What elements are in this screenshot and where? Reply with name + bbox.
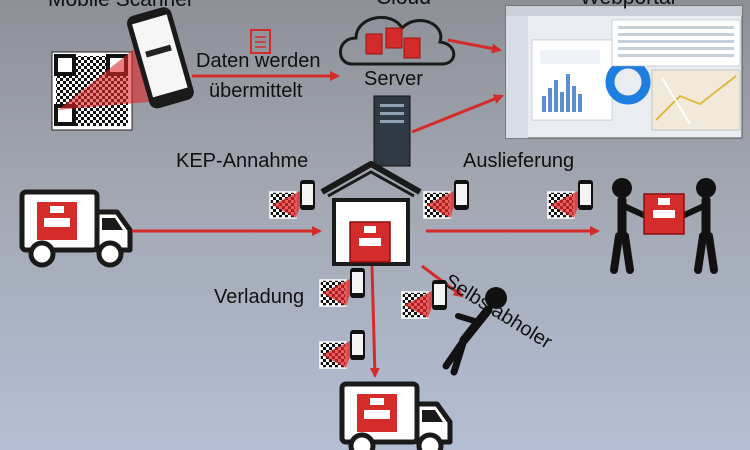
server-label: Server (364, 68, 423, 90)
cloud-label: Cloud (376, 0, 431, 10)
auslieferung-scan-icon (423, 179, 470, 219)
warehouse-icon (320, 161, 422, 266)
cloud-icon (339, 16, 456, 66)
auslieferung-label: Auslieferung (463, 150, 575, 172)
incoming-truck-icon (22, 192, 130, 265)
arrow-hub-to-verladung (369, 265, 380, 378)
selbstabholer-scan-icon (401, 279, 448, 319)
outgoing-truck-icon (342, 384, 450, 450)
verladung-scan-icon (319, 267, 366, 307)
loading-scan-icon (319, 329, 366, 369)
kep-scan-icon (269, 179, 316, 219)
kep-annahme-label: KEP-Annahme (176, 150, 309, 172)
transmit-label-line1: Daten werden (196, 50, 321, 72)
selbstabholer-person-icon (442, 287, 507, 376)
webportal-screenshot (505, 5, 743, 139)
arrow-server-webportal (411, 94, 504, 134)
mobile-scanner-label: Mobile Scanner (48, 0, 194, 12)
webportal-label: Webportal (580, 0, 675, 10)
verladung-label: Verladung (214, 286, 305, 308)
delivery-scan-icon (547, 179, 594, 219)
delivery-persons-icon (612, 178, 716, 270)
document-icon (250, 29, 271, 54)
mobile-scanner-device (126, 7, 194, 109)
transmit-label-line2: übermittelt (209, 80, 303, 102)
server-tower-icon (373, 95, 411, 167)
arrow-cloud-webportal (447, 38, 502, 54)
